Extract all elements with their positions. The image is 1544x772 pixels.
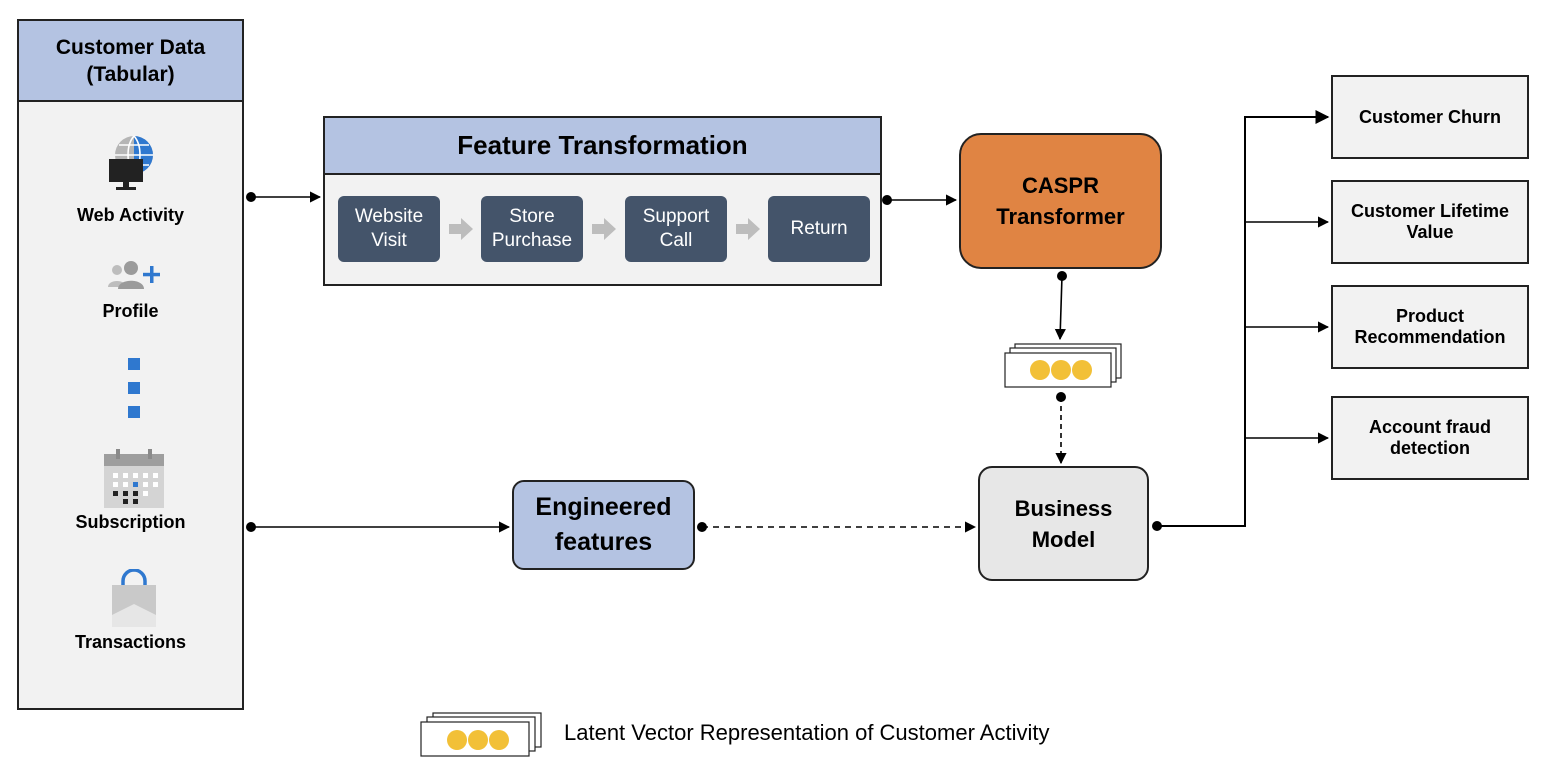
source-label-profile: Profile bbox=[102, 301, 159, 321]
step-support-call: Support Call bbox=[625, 196, 727, 262]
latent-vector-icon bbox=[1004, 343, 1122, 388]
source-label-subscription: Subscription bbox=[75, 512, 186, 532]
caspr-transformer-node: CASPR Transformer bbox=[959, 133, 1162, 269]
arrow-caspr-to-latent bbox=[1054, 271, 1067, 341]
latent-vector-legend-icon bbox=[420, 712, 542, 757]
output-account-fraud-detection: Account fraud detection bbox=[1331, 396, 1529, 480]
add-user-icon bbox=[108, 261, 160, 289]
arrow-subscription-to-engineered bbox=[246, 521, 511, 533]
shopping-bag-icon bbox=[112, 569, 156, 627]
globe-monitor-icon bbox=[109, 135, 153, 190]
arrow-web-to-feature bbox=[246, 191, 322, 203]
step-return: Return bbox=[768, 196, 870, 262]
step-website-visit: Website Visit bbox=[338, 196, 440, 262]
vertical-dots-icon bbox=[128, 406, 140, 418]
vertical-dots-icon bbox=[128, 358, 140, 370]
business-model-node: Business Model bbox=[978, 466, 1149, 581]
customer-data-title: Customer Data (Tabular) bbox=[17, 19, 244, 102]
step-store-purchase: Store Purchase bbox=[481, 196, 583, 262]
arrow-feature-to-caspr bbox=[882, 194, 958, 206]
arrow-business-to-outputs bbox=[1152, 110, 1330, 531]
source-label-transactions: Transactions bbox=[74, 632, 187, 652]
chevron-right-icon bbox=[449, 218, 473, 240]
legend-label: Latent Vector Representation of Customer… bbox=[564, 720, 1050, 745]
feature-transformation-title: Feature Transformation bbox=[323, 116, 882, 175]
output-product-recommendation: Product Recommendation bbox=[1331, 285, 1529, 369]
arrow-latent-to-business bbox=[1055, 392, 1067, 465]
source-label-web-activity: Web Activity bbox=[76, 205, 185, 225]
engineered-features-node: Engineered features bbox=[512, 480, 695, 570]
arrow-engineered-to-business bbox=[697, 521, 977, 533]
output-customer-lifetime-value: Customer Lifetime Value bbox=[1331, 180, 1529, 264]
chevron-right-icon bbox=[592, 218, 616, 240]
vertical-dots-icon bbox=[128, 382, 140, 394]
output-customer-churn: Customer Churn bbox=[1331, 75, 1529, 159]
calendar-icon bbox=[104, 449, 164, 508]
chevron-right-icon bbox=[736, 218, 760, 240]
